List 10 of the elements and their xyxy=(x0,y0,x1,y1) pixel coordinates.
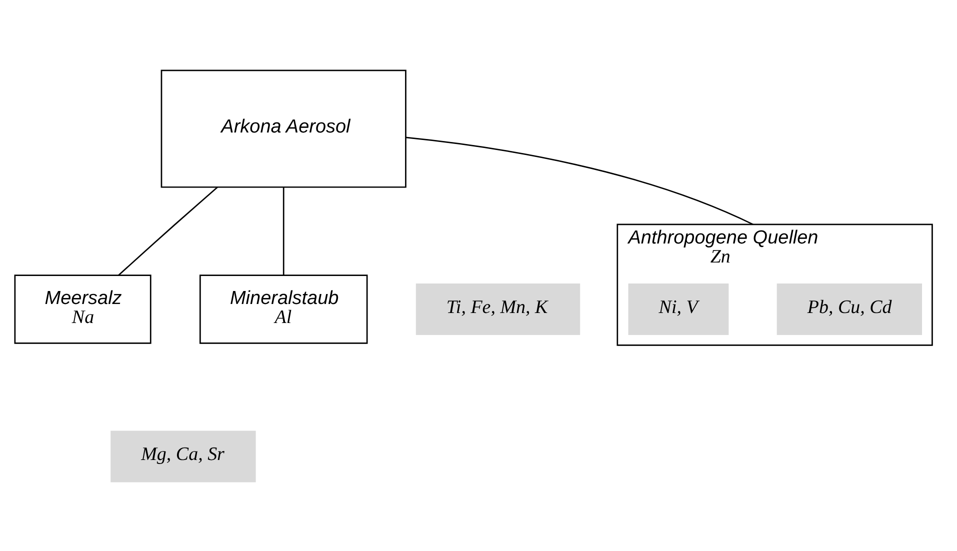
connector xyxy=(405,136,753,225)
node-box: Ti, Fe, Mn, K xyxy=(415,282,580,335)
node-box: Pb, Cu, Cd xyxy=(776,282,922,335)
node-box: Meersalz Na xyxy=(14,274,151,344)
node-box: Mineralstaub Al xyxy=(198,274,368,344)
connector xyxy=(118,186,218,276)
connector xyxy=(282,186,284,275)
node-box: Arkona Aerosol xyxy=(160,69,406,188)
node-box: Mg, Ca, Sr xyxy=(110,430,256,482)
node-box: Ni, V xyxy=(628,282,728,335)
